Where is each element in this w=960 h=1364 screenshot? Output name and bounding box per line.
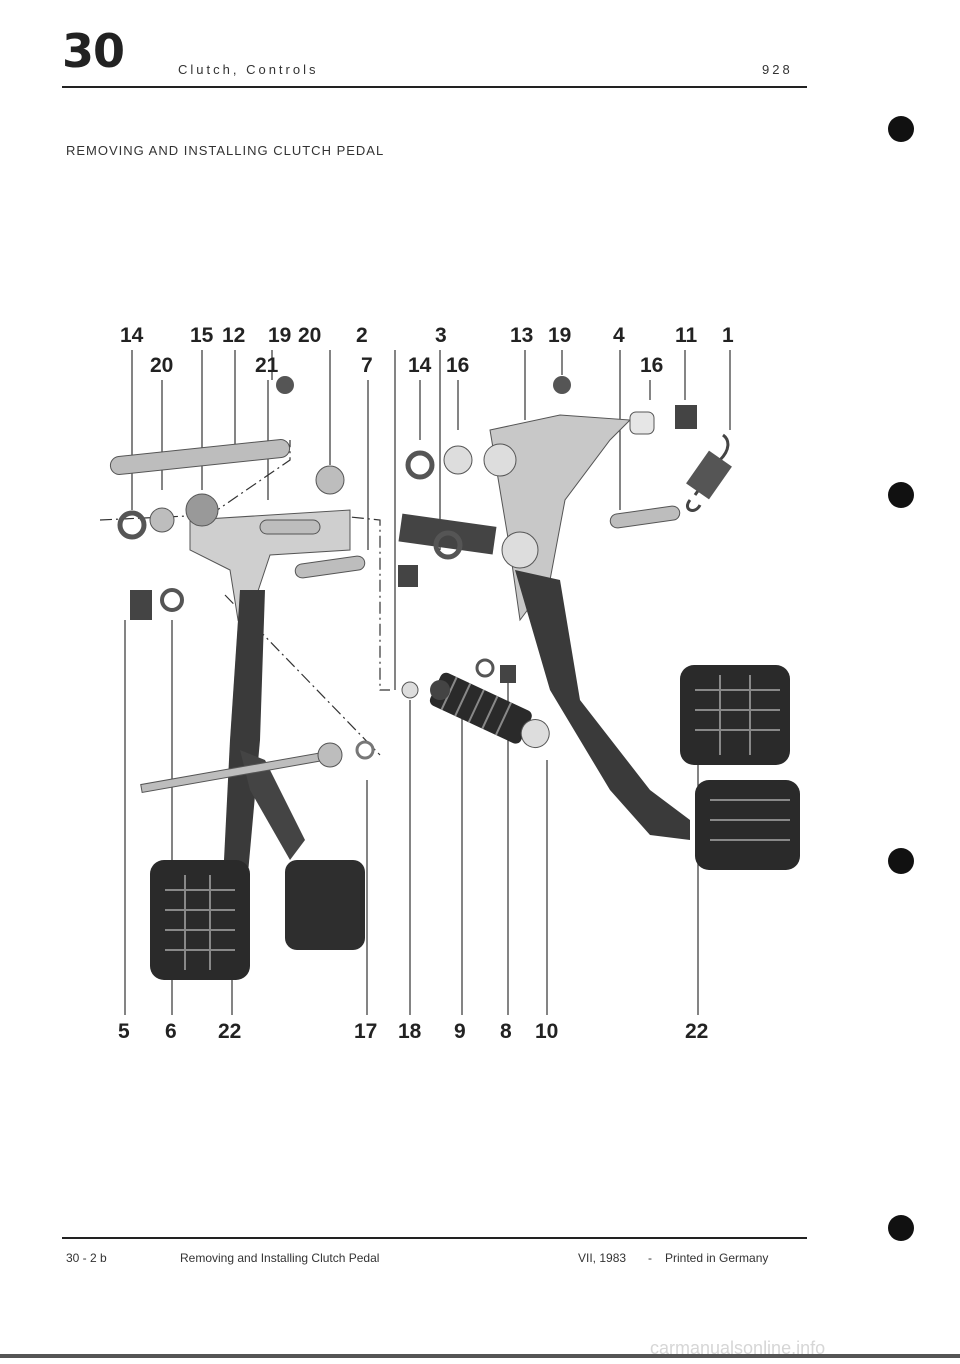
footer-separator: - <box>648 1251 652 1265</box>
callout-label: 12 <box>222 324 245 347</box>
exploded-view-diagram: 14 15 12 19 20 2 3 13 19 4 11 1 20 21 7 … <box>99 324 800 1043</box>
callout-label: 11 <box>675 324 698 347</box>
callout-label: 22 <box>685 1020 708 1043</box>
header-rule <box>62 86 807 88</box>
callout-label: 17 <box>354 1020 377 1043</box>
callout-label: 6 <box>165 1020 177 1043</box>
callout-label: 4 <box>613 324 625 347</box>
callout-label: 16 <box>640 354 663 377</box>
section-title: Clutch, Controls <box>178 62 319 77</box>
footer-rule <box>62 1237 807 1239</box>
binder-hole-icon <box>888 1215 914 1241</box>
footer-title: Removing and Installing Clutch Pedal <box>180 1251 380 1265</box>
callout-label: 3 <box>435 324 447 347</box>
section-number: 30 <box>62 24 125 78</box>
callout-label: 19 <box>548 324 571 347</box>
callout-label: 20 <box>150 354 173 377</box>
right-pedal-icon <box>483 414 800 870</box>
callout-label: 19 <box>268 324 291 347</box>
model-number: 928 <box>762 62 793 77</box>
watermark: carmanualsonline.info <box>650 1338 826 1358</box>
callout-label: 14 <box>120 324 144 347</box>
callout-label: 10 <box>535 1020 558 1043</box>
callout-label: 16 <box>446 354 469 377</box>
callout-label: 7 <box>361 354 373 377</box>
callout-label: 5 <box>118 1020 130 1043</box>
callout-label: 18 <box>398 1020 422 1043</box>
callout-label: 21 <box>255 354 279 377</box>
callout-label: 13 <box>510 324 533 347</box>
callout-label: 22 <box>218 1020 241 1043</box>
callout-label: 8 <box>500 1020 512 1043</box>
page-heading: REMOVING AND INSTALLING CLUTCH PEDAL <box>66 143 385 158</box>
left-pedal-icon <box>150 509 365 980</box>
callout-label: 9 <box>454 1020 466 1043</box>
callout-label: 15 <box>190 324 214 347</box>
binder-hole-icon <box>888 116 914 142</box>
callout-label: 20 <box>298 324 321 347</box>
binder-hole-icon <box>888 482 914 508</box>
page-reference: 30 - 2 b <box>66 1251 107 1265</box>
callout-label: 2 <box>356 324 368 347</box>
binder-hole-icon <box>888 848 914 874</box>
footer-date: VII, 1983 <box>578 1251 627 1265</box>
bottom-bar <box>0 1354 960 1358</box>
callout-label: 1 <box>722 324 734 347</box>
callout-label: 14 <box>408 354 432 377</box>
footer-printed: Printed in Germany <box>665 1251 769 1265</box>
